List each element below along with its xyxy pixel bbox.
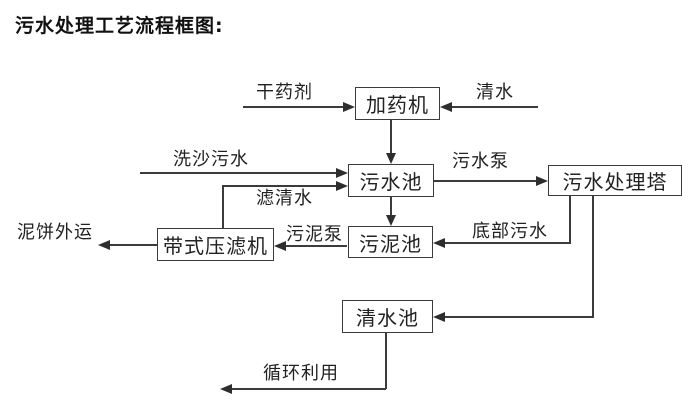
arrow-left-icon [274, 241, 286, 251]
node-sewage-pool-label: 污水池 [359, 170, 423, 194]
edge-mud-cake-line [109, 244, 157, 246]
edge-sludge-pump-line [285, 245, 347, 247]
arrow-right-icon [343, 102, 355, 112]
edge-recycle-hline [231, 388, 386, 390]
node-clean-water-pool: 清水池 [342, 300, 433, 333]
arrow-left-icon [98, 240, 110, 250]
label-sludge-pump: 污泥泵 [286, 224, 343, 245]
label-recycle-use: 循环利用 [263, 363, 339, 384]
edge-bottom-sewage-hline [444, 242, 571, 244]
label-bottom-sewage: 底部污水 [472, 221, 548, 242]
arrow-right-icon [536, 176, 548, 186]
node-sludge-pool: 污泥池 [348, 226, 433, 258]
label-sewage-pump: 污水泵 [452, 151, 509, 172]
label-filtered-water: 滤清水 [256, 188, 313, 209]
edge-sand-washing-line [140, 172, 336, 174]
node-sludge-pool-label: 污泥池 [359, 231, 422, 256]
arrow-left-icon [440, 102, 452, 112]
edge-filtered-water-hline [222, 185, 336, 187]
edge-filtered-water-vline [222, 186, 224, 229]
edge-dry-chemical-line [243, 106, 343, 108]
edge-tower-to-clean-hline [444, 316, 593, 318]
arrow-right-icon [336, 181, 348, 191]
diagram-title: 污水处理工艺流程框图: [15, 15, 224, 37]
edge-bottom-sewage-vline [569, 195, 571, 244]
edge-dosing-to-sewage-line [390, 120, 392, 153]
label-clean-water: 清水 [476, 82, 514, 103]
arrow-left-icon [433, 312, 445, 322]
node-sewage-pool: 污水池 [348, 164, 434, 197]
arrow-left-icon [433, 238, 445, 248]
node-dosing-machine: 加药机 [355, 87, 440, 120]
arrow-right-icon [336, 168, 348, 178]
label-dry-chemical: 干药剂 [256, 82, 313, 103]
label-sand-washing-sewage: 洗沙污水 [173, 149, 249, 170]
edge-clean-water-line [451, 106, 538, 108]
arrow-left-icon [220, 384, 232, 394]
edge-recycle-vline [385, 333, 387, 389]
node-treatment-tower: 污水处理塔 [548, 165, 682, 196]
arrow-down-icon [386, 153, 396, 164]
edge-sewage-pump-line [434, 180, 536, 182]
node-clean-water-pool-label: 清水池 [356, 306, 419, 330]
arrow-down-icon [386, 215, 396, 226]
node-treatment-tower-label: 污水处理塔 [562, 170, 668, 194]
node-dosing-machine-label: 加药机 [366, 93, 429, 117]
edge-sewage-to-sludge-line [390, 197, 392, 215]
edge-tower-to-clean-vline [592, 195, 594, 318]
label-mud-cake-out: 泥饼外运 [17, 222, 93, 243]
node-belt-filter-press-label: 带式压滤机 [163, 234, 268, 258]
node-belt-filter-press: 带式压滤机 [157, 228, 274, 261]
